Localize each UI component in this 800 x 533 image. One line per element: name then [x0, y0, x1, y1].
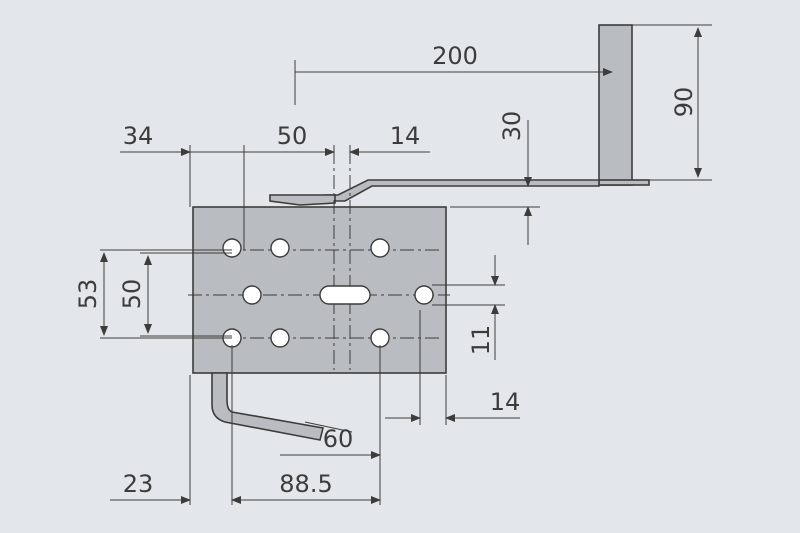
holes: [222, 238, 434, 348]
dim-30: 30: [498, 111, 526, 142]
dim-34: 34: [123, 122, 154, 150]
bent-rod: [211, 372, 324, 441]
dim-200: 200: [432, 42, 478, 70]
hole: [242, 285, 262, 305]
base-plate: [192, 206, 447, 374]
dim-88-5: 88.5: [279, 470, 332, 498]
hole: [414, 285, 434, 305]
extension-lines: [100, 24, 712, 505]
dim-11: 11: [467, 325, 495, 356]
upright-bracket: [598, 24, 650, 186]
dim-90: 90: [670, 87, 698, 118]
slot: [319, 285, 371, 305]
hole: [270, 238, 290, 258]
dimension-lines: [100, 27, 702, 504]
dim-53: 53: [74, 279, 102, 310]
leader-60: [304, 421, 353, 433]
dim-14-top: 14: [390, 122, 421, 150]
center-lines: [188, 150, 450, 370]
hole: [270, 328, 290, 348]
dim-50-top: 50: [277, 122, 308, 150]
hole: [370, 238, 390, 258]
dim-14-right: 14: [490, 388, 521, 416]
horizontal-arm: [269, 179, 600, 206]
dim-60: 60: [323, 425, 354, 453]
hole: [370, 328, 390, 348]
hole: [222, 238, 242, 258]
dim-50-left: 50: [118, 279, 146, 310]
dimension-labels: 200 90 30 34 50 14 53 50 11 14 60 23 88.…: [74, 42, 698, 498]
dim-23: 23: [123, 470, 154, 498]
